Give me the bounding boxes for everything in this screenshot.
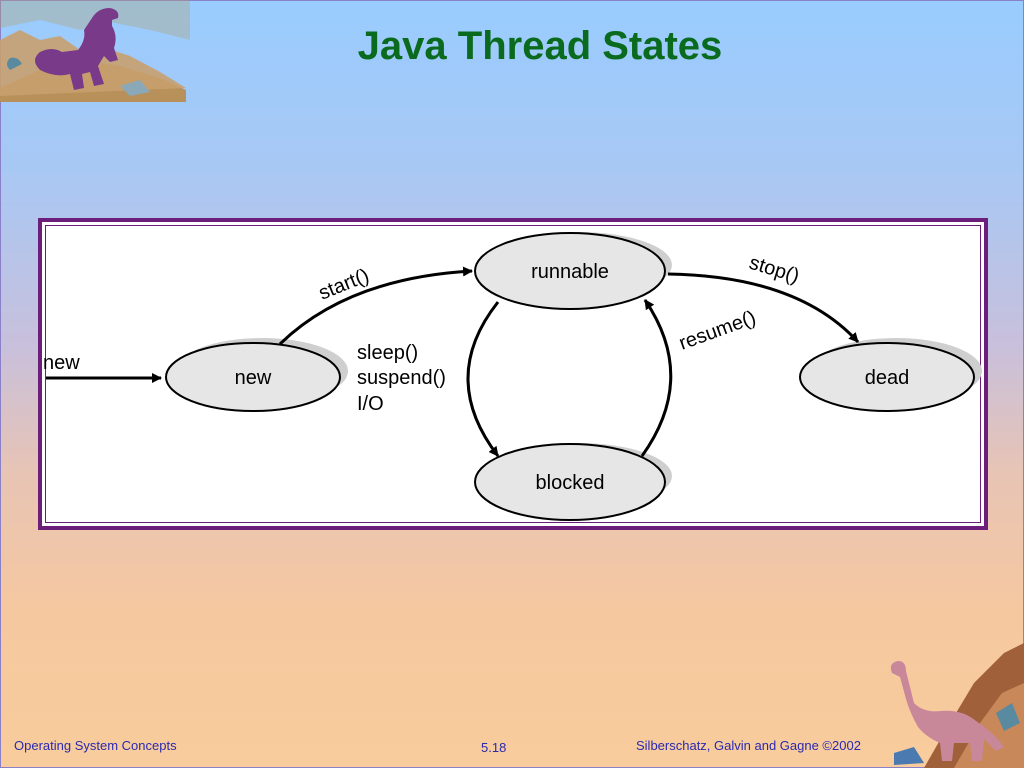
entry-label: new [43,352,80,374]
start-arrow [278,266,473,346]
dead-state-label: dead [865,367,910,389]
footer-copyright: Silberschatz, Galvin and Gagne ©2002 [636,738,861,753]
thread-state-diagram: new runnable blocked dead new start() st… [43,232,982,521]
runnable-state-label: runnable [531,261,609,283]
blocked-state-label: blocked [536,472,605,494]
dinosaur-logo-top [0,0,190,102]
dead-state [799,342,975,412]
io-label: I/O [357,393,384,415]
stop-label: stop() [747,252,802,288]
footer-page-number: 5.18 [481,740,507,755]
stop-arrow [667,272,860,344]
block-arrow [466,301,500,457]
suspend-label: suspend() [357,367,446,389]
new-state-label: new [235,367,272,389]
resume-label: resume() [676,307,759,355]
sleep-label: sleep() [357,342,418,364]
dinosaur-logo-bottom [890,643,1024,768]
resume-arrow [640,299,673,457]
footer-course-title: Operating System Concepts [14,738,177,753]
blocked-state [474,443,666,521]
runnable-state [474,232,666,310]
new-state [165,342,341,412]
slide-title: Java Thread States [357,24,723,68]
start-label: start() [316,265,373,305]
